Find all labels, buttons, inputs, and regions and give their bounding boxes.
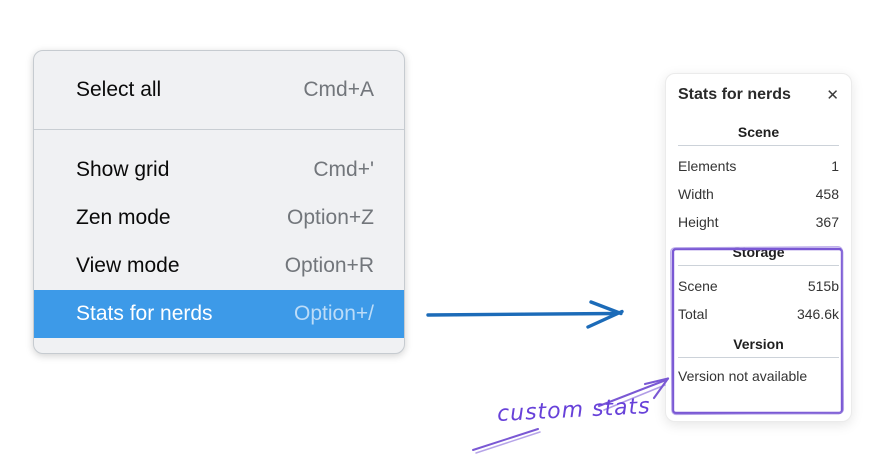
- section-divider: [678, 265, 839, 266]
- section-heading-scene: Scene: [737, 124, 780, 140]
- stat-label: Scene: [678, 278, 718, 294]
- menu-item-view-mode[interactable]: View mode Option+R: [34, 242, 404, 290]
- stat-value: 1: [831, 158, 839, 174]
- stat-label: Elements: [678, 158, 737, 174]
- stat-row-width: Width 458: [678, 180, 839, 208]
- menu-item-shortcut: Option+/: [294, 302, 374, 325]
- stat-value: 515b: [807, 278, 839, 294]
- stat-row-elements: Elements 1: [678, 152, 839, 180]
- menu-section-top: Select all Cmd+A: [34, 51, 404, 129]
- stat-value: 458: [815, 186, 839, 202]
- menu-item-label: Select all: [76, 78, 162, 101]
- menu-section-bottom: Show grid Cmd+' Zen mode Option+Z View m…: [34, 130, 404, 353]
- stat-row-height: Height 367: [678, 208, 839, 236]
- menu-item-shortcut: Cmd+A: [303, 78, 374, 101]
- menu-item-label: View mode: [76, 254, 180, 277]
- stat-label: Height: [678, 214, 719, 230]
- menu-item-shortcut: Option+R: [284, 254, 374, 277]
- menu-item-shortcut: Option+Z: [287, 206, 374, 229]
- section-heading-version: Version: [733, 336, 784, 352]
- section-divider: [678, 145, 839, 146]
- version-note: Version not available: [678, 368, 808, 384]
- menu-item-label: Stats for nerds: [76, 302, 213, 325]
- menu-item-shortcut: Cmd+': [313, 158, 374, 181]
- menu-item-show-grid[interactable]: Show grid Cmd+': [34, 146, 404, 194]
- context-menu: Select all Cmd+A Show grid Cmd+' Zen mod…: [33, 50, 405, 354]
- menu-item-select-all[interactable]: Select all Cmd+A: [34, 65, 404, 115]
- stat-row-total-storage: Total 346.6k: [678, 300, 839, 328]
- stat-row-scene-storage: Scene 515b: [678, 272, 839, 300]
- menu-item-label: Show grid: [76, 158, 170, 181]
- stats-panel-header: Stats for nerds ✕: [678, 86, 839, 104]
- stat-value: 346.6k: [796, 306, 839, 322]
- close-icon[interactable]: ✕: [826, 86, 839, 104]
- menu-item-zen-mode[interactable]: Zen mode Option+Z: [34, 194, 404, 242]
- section-divider: [678, 357, 839, 358]
- custom-stats-label: custom stats: [496, 393, 652, 428]
- custom-stats-underline: [472, 428, 541, 454]
- menu-item-stats-for-nerds[interactable]: Stats for nerds Option+/: [34, 290, 404, 338]
- stats-panel-title: Stats for nerds: [678, 86, 791, 103]
- stat-value: 367: [815, 214, 839, 230]
- blue-arrow: [426, 300, 624, 329]
- stat-label: Width: [678, 186, 714, 202]
- menu-divider: [34, 129, 404, 130]
- stat-label: Total: [678, 306, 708, 322]
- stats-for-nerds-panel: Stats for nerds ✕ Scene Elements 1 Width…: [665, 73, 852, 422]
- menu-item-label: Zen mode: [76, 206, 171, 229]
- section-heading-storage: Storage: [732, 244, 785, 260]
